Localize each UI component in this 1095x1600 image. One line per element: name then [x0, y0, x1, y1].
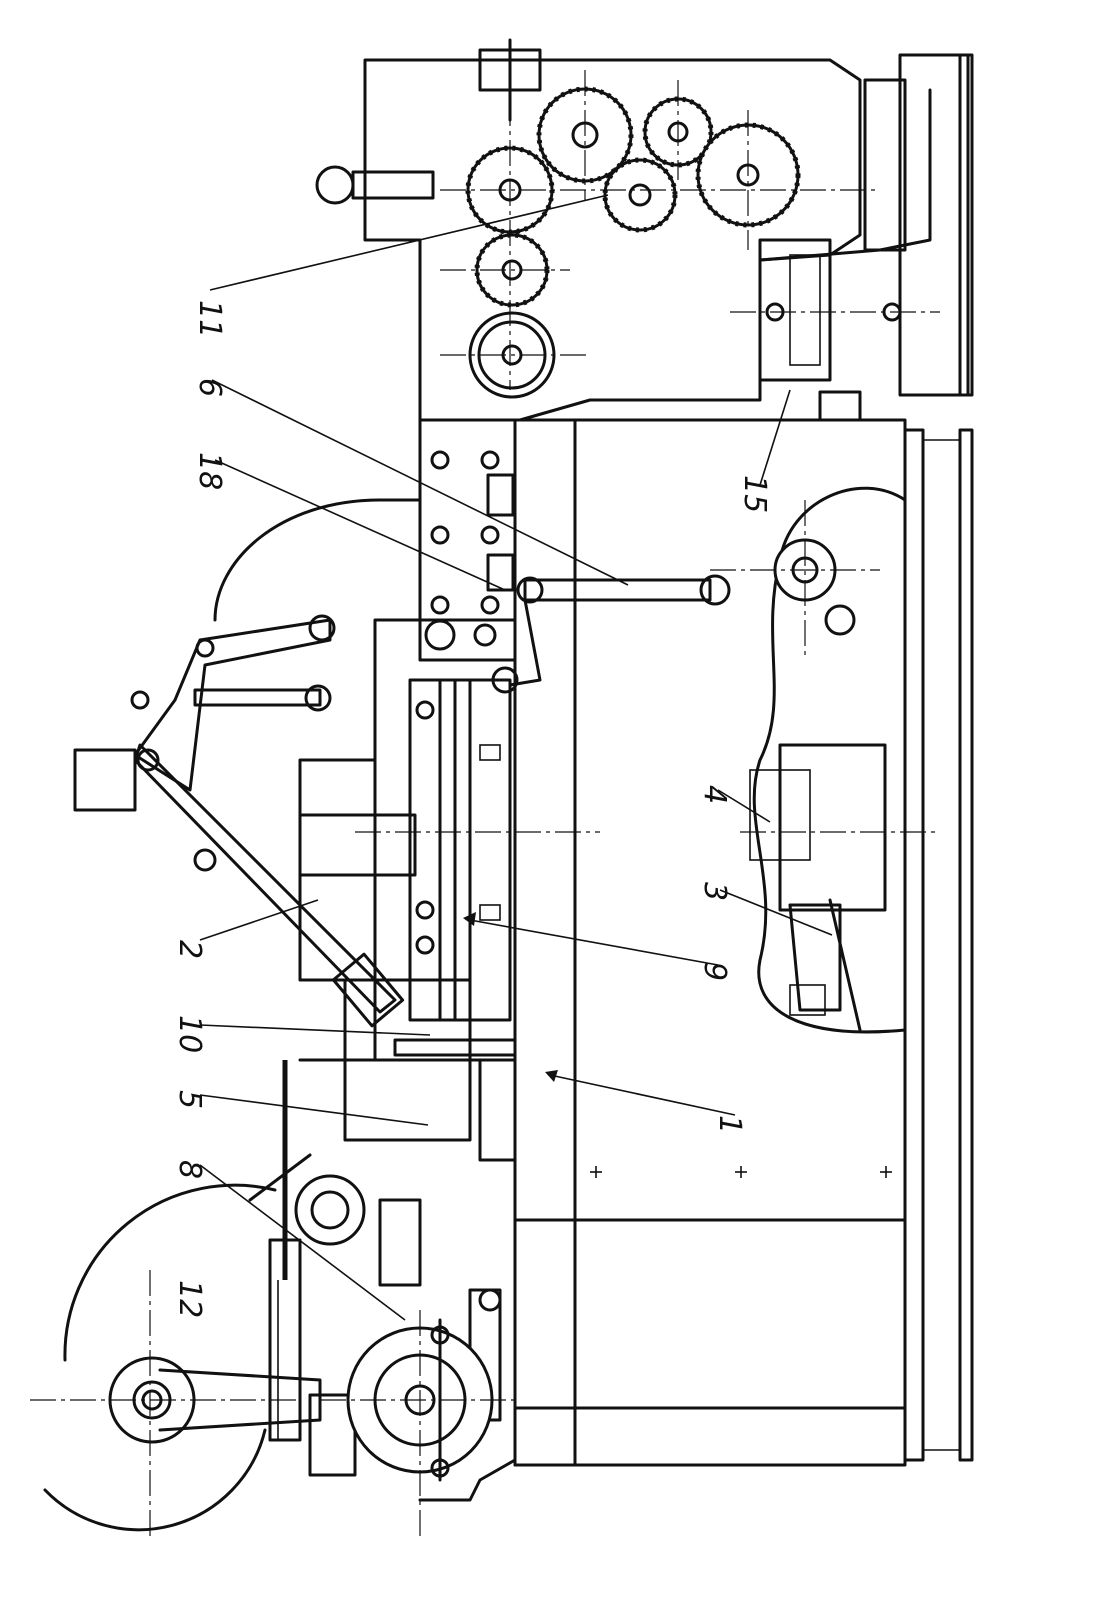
carriage-assembly	[213, 498, 600, 1142]
label-4: 4	[697, 785, 732, 804]
label-9: 9	[697, 962, 732, 981]
roller-assembly	[248, 1058, 520, 1540]
upper-linkage	[73, 614, 405, 1028]
base-rails	[898, 53, 974, 1462]
label-8: 8	[172, 1160, 207, 1179]
label-3: 3	[697, 882, 732, 901]
label-6: 6	[192, 378, 227, 397]
label-5: 5	[172, 1090, 207, 1109]
gearbox-housing	[315, 38, 940, 422]
reel	[30, 1183, 322, 1540]
label-1: 1	[712, 1115, 747, 1134]
part-labels: 11 6 18 15 4 3 9 1 2 10 5 8 12	[172, 300, 772, 1318]
label-15: 15	[737, 475, 772, 513]
label-10: 10	[172, 1015, 207, 1053]
mounting-plate	[418, 418, 731, 694]
leader-lines	[199, 194, 833, 1321]
label-11: 11	[192, 300, 227, 338]
cutaway-section	[710, 486, 940, 1034]
label-2: 2	[172, 940, 207, 959]
label-12: 12	[172, 1280, 207, 1318]
label-18: 18	[192, 452, 227, 490]
reference-marks	[590, 1166, 892, 1178]
